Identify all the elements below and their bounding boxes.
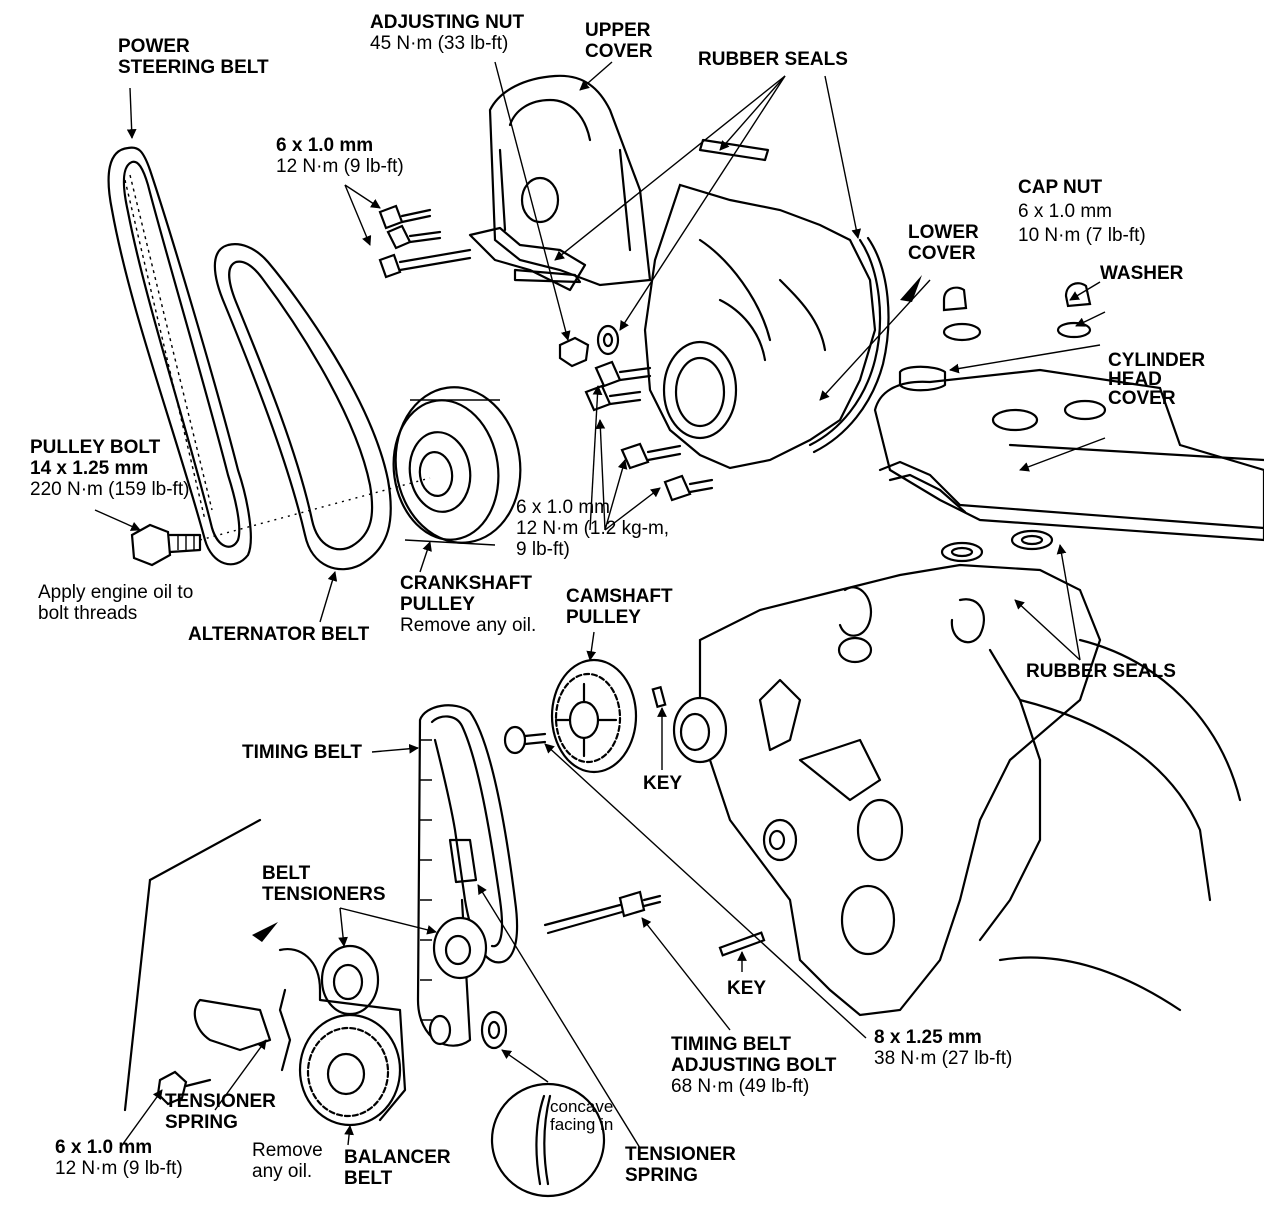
power-steering-belt <box>107 146 252 566</box>
crankshaft-pulley <box>392 386 522 546</box>
leader-lines <box>94 61 1106 1149</box>
label-balancer-belt: BALANCER BELT <box>344 1147 451 1189</box>
label-apply-oil: Apply engine oil to bolt threads <box>38 582 194 624</box>
engine-block <box>698 563 1242 1017</box>
camshaft-pulley <box>550 658 638 774</box>
adjusting-nut-part <box>558 324 620 368</box>
timing-belt-adjusting-bolt-part <box>543 890 662 935</box>
timing-belt-tensioner <box>432 838 488 980</box>
balancer-tensioner-assembly <box>123 818 407 1127</box>
label-tensioner-spring-right: TENSIONER SPRING <box>625 1144 736 1186</box>
label-cylinder-head-cover: CYLINDER HEAD COVER <box>1108 350 1206 409</box>
pulley-bolt <box>130 477 431 567</box>
cap-nuts-and-washers <box>942 282 1092 342</box>
label-belt-tensioners: BELT TENSIONERS <box>262 863 386 905</box>
label-crankshaft-pulley: CRANKSHAFT PULLEY Remove any oil. <box>400 573 537 636</box>
label-key-upper: KEY <box>643 773 683 794</box>
label-power-steering-belt: POWER STEERING BELT <box>118 36 269 78</box>
camshaft-bolt <box>503 725 547 755</box>
label-tensioner-spring-left: TENSIONER SPRING <box>165 1091 276 1133</box>
label-rubber-seals-top: RUBBER SEALS <box>698 49 848 70</box>
water-pump-pulley <box>672 696 798 862</box>
label-key-lower: KEY <box>727 978 767 999</box>
timing-belt <box>416 704 519 1047</box>
label-camshaft-pulley: CAMSHAFT PULLEY <box>566 586 673 628</box>
label-remove-oil: Remove any oil. <box>252 1140 323 1182</box>
cylinder-head-cover <box>873 365 1264 542</box>
label-concave: concave facing in <box>550 1097 614 1134</box>
upper-bolts-6x1 <box>378 204 472 279</box>
upper-cover-seal <box>513 268 582 284</box>
label-lower-cover: LOWER COVER <box>908 222 979 264</box>
key-lower-part <box>718 931 766 957</box>
upper-cover <box>468 74 652 292</box>
label-timing-belt-adjusting-bolt: TIMING BELT ADJUSTING BOLT 68 N·m (49 lb… <box>671 1034 837 1097</box>
label-alternator-belt: ALTERNATOR BELT <box>188 624 370 645</box>
label-upper-cover: UPPER COVER <box>585 20 653 62</box>
label-cap-nut: CAP NUT 6 x 1.0 mm 10 N·m (7 lb-ft) <box>1018 177 1146 246</box>
concave-detail-inset <box>490 1082 606 1198</box>
label-pulley-bolt: PULLEY BOLT 14 x 1.25 mm 220 N·m (159 lb… <box>30 437 190 500</box>
label-bolt-6x1-top: 6 x 1.0 mm 12 N·m (9 lb-ft) <box>276 135 404 177</box>
label-bolt-8x125: 8 x 1.25 mm 38 N·m (27 lb-ft) <box>874 1027 1013 1069</box>
label-rubber-seals-right: RUBBER SEALS <box>1026 661 1176 682</box>
label-timing-belt: TIMING BELT <box>242 742 362 763</box>
alternator-belt <box>213 243 392 571</box>
direction-arrow-1 <box>900 275 922 302</box>
tensioner-washer <box>428 1010 508 1050</box>
key-upper-part <box>651 685 667 709</box>
upper-seal-strip <box>698 138 770 162</box>
label-bolt-6x1-mid: 6 x 1.0 mm 12 N·m (1.2 kg-m, 9 lb-ft) <box>516 497 670 560</box>
direction-arrow-2 <box>252 922 278 942</box>
label-adjusting-nut: ADJUSTING NUT 45 N·m (33 lb-ft) <box>370 12 525 54</box>
spark-plug-seals <box>940 529 1054 563</box>
lower-cover <box>643 183 890 470</box>
label-bolt-6x1-bottom: 6 x 1.0 mm 12 N·m (9 lb-ft) <box>55 1137 183 1179</box>
lower-cover-bolts <box>584 360 714 502</box>
label-washer: WASHER <box>1100 263 1184 284</box>
